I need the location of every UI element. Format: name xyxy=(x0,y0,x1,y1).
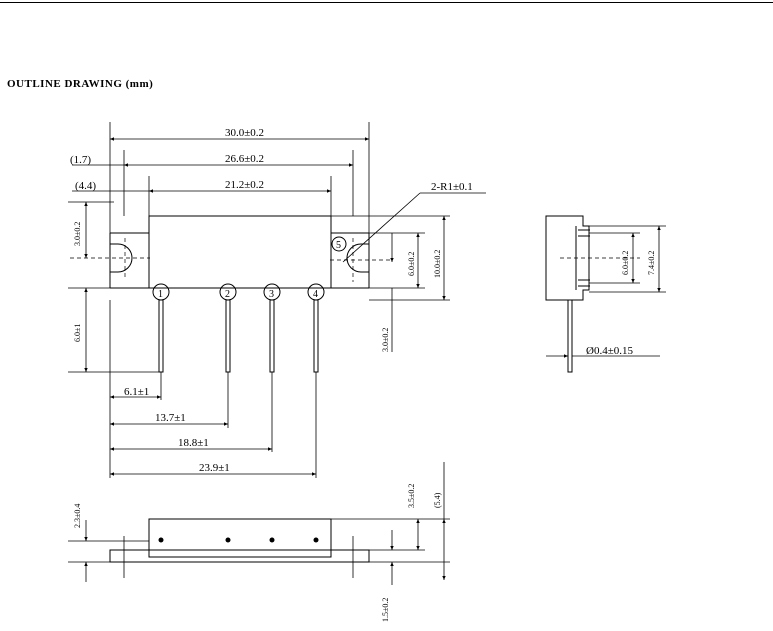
pin5-marker xyxy=(331,236,347,252)
dim-radius-note: 2-R1±0.1 xyxy=(431,181,473,193)
pin1-label: 1 xyxy=(158,289,163,300)
pin-3: 3 xyxy=(263,283,281,373)
dim-length-26-6: 26.6±0.2 xyxy=(225,153,264,165)
dim-side-height-7-4: 7.4±0.2 xyxy=(647,251,656,275)
pin-4: 4 xyxy=(307,283,325,373)
side-view: 6.0±0.2 7.4±0.2 Ø0.4±0.15 xyxy=(545,215,666,373)
dim-pin1-pos: 6.1±1 xyxy=(124,386,149,398)
top-border-line xyxy=(0,2,773,3)
pin-2: 2 xyxy=(219,283,237,373)
dim-pin-length: 6.0±1 xyxy=(73,324,82,342)
dim-pin-diameter: Ø0.4±0.15 xyxy=(586,345,633,357)
dim-body-length: 21.2±0.2 xyxy=(225,179,264,191)
dim-offset-1-7: (1.7) xyxy=(70,154,91,166)
radius-leader xyxy=(342,192,421,263)
dim-bottom-right-total: (5.4) xyxy=(433,492,442,508)
side-body-outline xyxy=(545,215,590,301)
pin2-label: 2 xyxy=(225,289,230,300)
top-view: 30.0±0.2 (1.7) 26.6±0.2 (4.4) 21.2±0.2 2… xyxy=(68,122,486,478)
dim-overall-length: 30.0±0.2 xyxy=(225,127,264,139)
bottom-body-outline xyxy=(148,518,332,558)
pin4-label: 4 xyxy=(313,289,318,300)
dim-flange-thickness: 1.5±0.2 xyxy=(381,598,390,622)
pin3-label: 3 xyxy=(269,289,274,300)
dim-pin4-pos: 23.9±1 xyxy=(199,462,230,474)
pin-1: 1 xyxy=(152,283,170,373)
dim-offset-4-4: (4.4) xyxy=(75,180,96,192)
dim-pin2-pos: 13.7±1 xyxy=(155,412,186,424)
dim-bottom-right-3-5: 3.5±0.2 xyxy=(407,484,416,508)
dim-hole-spacing: 6.0±0.2 xyxy=(407,252,416,276)
left-mount-hole xyxy=(110,243,133,273)
body-outline xyxy=(148,215,332,289)
dim-body-height: 10.0±0.2 xyxy=(433,250,442,278)
drawing-title: OUTLINE DRAWING (mm) xyxy=(7,78,154,90)
right-mount-hole xyxy=(346,243,369,273)
pin5-label: 5 xyxy=(336,240,341,251)
bottom-view: 2.3±0.4 3.5±0.2 (5.4) 1.5±0.2 xyxy=(68,462,450,622)
dim-bottom-left-height: 2.3±0.4 xyxy=(73,504,82,528)
side-pin xyxy=(567,299,573,373)
dim-mount-hole-offset: 3.0±0.2 xyxy=(73,222,82,246)
dim-pin3-pos: 18.8±1 xyxy=(178,437,209,449)
dim-side-height-6-0: 6.0±0.2 xyxy=(621,251,630,275)
dim-pin-row-offset: 3.0±0.2 xyxy=(381,328,390,352)
